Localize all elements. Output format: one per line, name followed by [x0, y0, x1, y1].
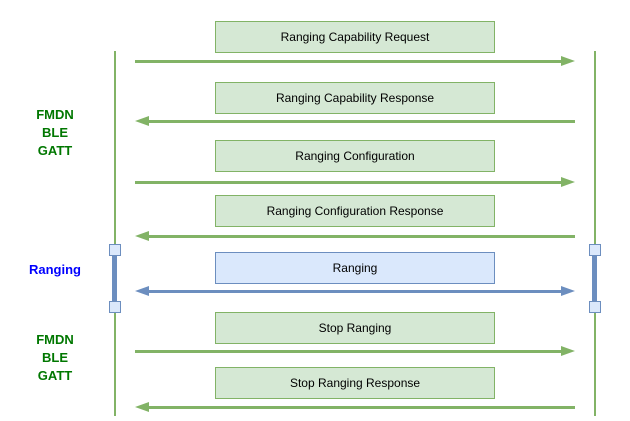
section-label-line: BLE: [42, 350, 68, 365]
message-arrow-right: [135, 177, 575, 188]
arrow-shaft: [146, 290, 564, 293]
message-box-stop-ranging: Stop Ranging: [215, 312, 495, 344]
arrow-shaft: [146, 406, 575, 409]
arrowhead-right-icon: [561, 177, 575, 187]
activation-handle-left-bottom: [109, 301, 121, 313]
message-arrow-left: [135, 231, 575, 242]
ranging-activation-bar-left: [112, 250, 117, 308]
activation-handle-right-top: [589, 244, 601, 256]
section-label-line: GATT: [37, 143, 73, 158]
message-arrow-left: [135, 116, 575, 127]
arrowhead-left-icon: [135, 402, 149, 412]
lifeline-left: [114, 51, 116, 416]
arrowhead-right-icon: [561, 56, 575, 66]
section-label-ranging: Ranging: [13, 261, 97, 279]
message-arrow-right: [135, 346, 575, 357]
message-box-ranging: Ranging: [215, 252, 495, 284]
section-label-line: BLE: [42, 125, 68, 140]
lifeline-right: [594, 51, 596, 416]
arrow-shaft: [135, 181, 564, 184]
message-box-ranging-configuration: Ranging Configuration: [215, 140, 495, 172]
ranging-activation-bar-right: [592, 250, 597, 308]
section-label-fmdn-ble-gatt-top: FMDN BLE GATT: [13, 106, 97, 160]
message-arrow-left: [135, 402, 575, 413]
section-label-fmdn-ble-gatt-bottom: FMDN BLE GATT: [13, 331, 97, 385]
section-label-line: FMDN: [36, 332, 74, 347]
activation-handle-right-bottom: [589, 301, 601, 313]
arrowhead-left-icon: [135, 286, 149, 296]
arrowhead-left-icon: [135, 116, 149, 126]
arrow-shaft: [135, 350, 564, 353]
message-arrow-right: [135, 56, 575, 67]
arrow-shaft: [146, 235, 575, 238]
arrow-shaft: [135, 60, 564, 63]
activation-handle-left-top: [109, 244, 121, 256]
arrowhead-right-icon: [561, 346, 575, 356]
section-label-line: Ranging: [29, 262, 81, 277]
message-box-ranging-capability-request: Ranging Capability Request: [215, 21, 495, 53]
message-box-stop-ranging-response: Stop Ranging Response: [215, 367, 495, 399]
section-label-line: GATT: [37, 368, 73, 383]
message-box-ranging-configuration-response: Ranging Configuration Response: [215, 195, 495, 227]
message-arrow-bidirectional: [135, 286, 575, 297]
message-box-ranging-capability-response: Ranging Capability Response: [215, 82, 495, 114]
arrowhead-left-icon: [135, 231, 149, 241]
section-label-line: FMDN: [36, 107, 74, 122]
arrowhead-right-icon: [561, 286, 575, 296]
arrow-shaft: [146, 120, 575, 123]
